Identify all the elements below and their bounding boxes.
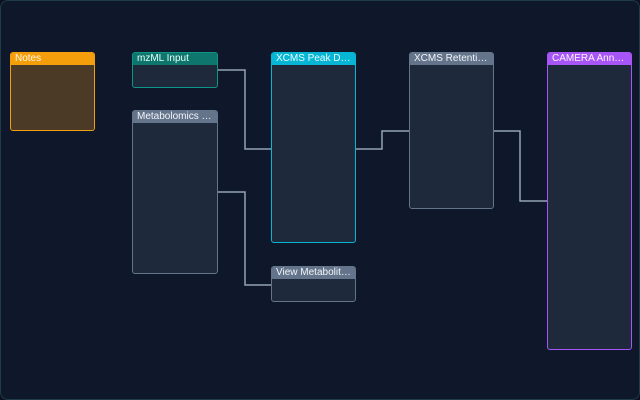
node-mzml-input[interactable]: mzML Input bbox=[132, 52, 218, 88]
node-camera-annotation[interactable]: CAMERA Annotation bbox=[547, 52, 632, 350]
node-view-metabolites-title: View Metabolites bbox=[272, 267, 355, 279]
connection-metabolomics-to-view bbox=[218, 191, 271, 286]
node-xcms-retention-title: XCMS Retention Time Correction bbox=[410, 53, 493, 65]
node-xcms-peak-detection-title: XCMS Peak Detection bbox=[272, 53, 355, 65]
node-metabolomics-title: Metabolomics Sample Metadata bbox=[133, 111, 217, 123]
node-metabolomics[interactable]: Metabolomics Sample Metadata bbox=[132, 110, 218, 274]
node-notes[interactable]: Notes bbox=[10, 52, 95, 131]
connection-retention-to-camera bbox=[494, 130, 547, 202]
node-xcms-peak-detection[interactable]: XCMS Peak Detection bbox=[271, 52, 356, 243]
connection-xcms-peak-to-retention bbox=[356, 130, 409, 150]
node-notes-title: Notes bbox=[11, 53, 94, 65]
node-view-metabolites[interactable]: View Metabolites bbox=[271, 266, 356, 302]
node-camera-annotation-title: CAMERA Annotation bbox=[548, 53, 631, 65]
node-xcms-retention[interactable]: XCMS Retention Time Correction bbox=[409, 52, 494, 209]
node-mzml-input-title: mzML Input bbox=[133, 53, 217, 65]
connection-mzml-to-xcms-peak bbox=[218, 69, 271, 150]
